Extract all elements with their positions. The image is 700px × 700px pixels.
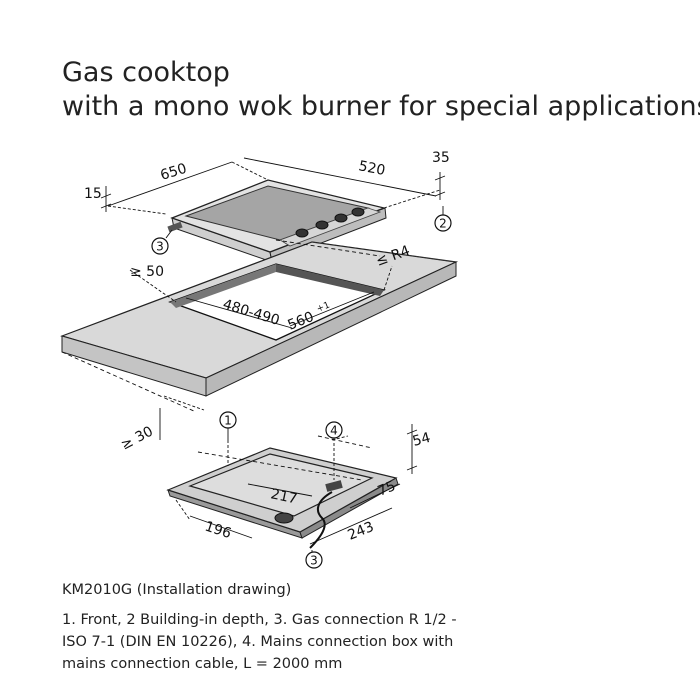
dim-520: 520: [357, 158, 386, 179]
dim-54: 54: [411, 430, 432, 450]
middle-dimensions: [61, 239, 393, 440]
callout-3-bottom: 3: [305, 550, 323, 569]
dim-15: 15: [84, 186, 102, 202]
svg-text:2: 2: [439, 217, 447, 231]
svg-text:3: 3: [156, 240, 164, 254]
drawing-caption: KM2010G (Installation drawing): [62, 582, 292, 598]
dim-560-tolerance: +1: [315, 301, 331, 315]
description-line-1: 1. Front, 2 Building-in depth, 3. Gas co…: [62, 612, 457, 628]
svg-text:1: 1: [224, 414, 232, 428]
dim-196: 196: [203, 519, 233, 543]
cooktop-top: [167, 179, 387, 263]
callout-2-top: 2: [434, 206, 452, 232]
bottom-dimensions: [175, 424, 418, 545]
dim-243: 243: [346, 519, 377, 544]
dim-35: 35: [432, 150, 450, 166]
underside-box: [188, 453, 374, 517]
dim-min-30: ≥ 30: [118, 423, 156, 453]
title-line-2: with a mono wok burner for special appli…: [62, 91, 700, 122]
svg-text:3: 3: [310, 554, 318, 568]
countertop: [60, 241, 459, 397]
dim-75: 75: [376, 478, 399, 500]
description-line-2: ISO 7-1 (DIN EN 10226), 4. Mains connect…: [62, 634, 454, 650]
description-line-3: mains connection cable, L = 2000 mm: [62, 656, 343, 672]
title-line-1: Gas cooktop: [62, 57, 230, 88]
dim-650: 650: [158, 161, 188, 184]
callout-1-bottom: 1: [219, 411, 237, 440]
svg-text:4: 4: [330, 424, 338, 438]
callout-4-bottom: 4: [325, 421, 343, 480]
dim-217: 217: [269, 486, 298, 507]
dim-min-50: ≥ 50: [130, 264, 164, 280]
control-knobs: [295, 207, 365, 238]
callout-3-top: 3: [151, 229, 173, 255]
top-dimensions: [100, 157, 446, 215]
